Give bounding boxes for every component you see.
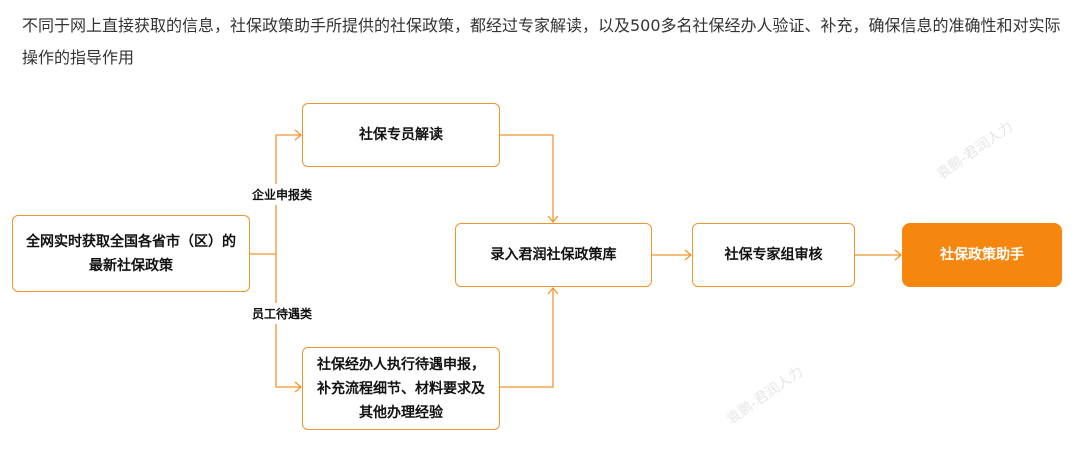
top-step-label: 社保专员解读 — [359, 127, 443, 143]
connector-top-to-db — [500, 134, 554, 222]
connector-bottom-to-db — [500, 288, 554, 388]
arrowhead-review — [684, 249, 693, 261]
arrowhead-db-top — [547, 215, 559, 224]
review-box: 社保专家组审核 — [692, 223, 855, 287]
database-box: 录入君润社保政策库 — [455, 223, 652, 287]
source-box: 全网实时获取全国各省市（区）的最新社保政策 — [12, 215, 250, 292]
result-box: 社保政策助手 — [902, 223, 1062, 287]
database-label: 录入君润社保政策库 — [490, 247, 617, 263]
arrowhead-db-bottom — [547, 286, 559, 295]
connector-branch-top — [275, 134, 301, 254]
source-label: 全网实时获取全国各省市（区）的最新社保政策 — [26, 233, 236, 274]
bottom-step-box: 社保经办人执行待遇申报，补充流程细节、材料要求及其他办理经验 — [302, 347, 500, 430]
arrowhead-bottom-step — [294, 381, 303, 393]
branch-label-employee: 员工待遇类 — [252, 303, 313, 324]
result-label: 社保政策助手 — [940, 247, 1024, 263]
branch-label-enterprise: 企业申报类 — [252, 184, 313, 205]
arrowhead-result — [894, 249, 903, 261]
intro-paragraph: 不同于网上直接获取的信息，社保政策助手所提供的社保政策，都经过专家解读，以及50… — [22, 16, 1061, 67]
arrowhead-top-step — [294, 129, 303, 141]
top-step-box: 社保专员解读 — [302, 103, 500, 167]
review-label: 社保专家组审核 — [724, 247, 823, 263]
bottom-step-label: 社保经办人执行待遇申报，补充流程细节、材料要求及其他办理经验 — [317, 356, 485, 421]
connector-branch-bottom — [275, 254, 301, 388]
